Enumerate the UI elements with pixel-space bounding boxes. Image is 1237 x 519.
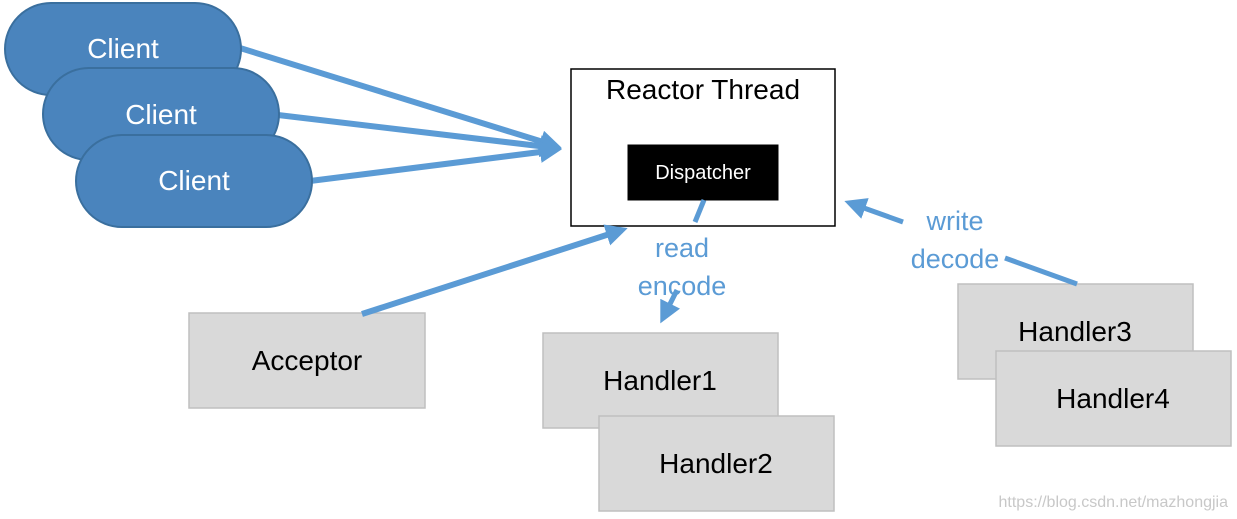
handler1-node: Handler1 [542, 332, 779, 429]
client-label: Client [125, 99, 197, 130]
arrow-client1-to-reactor [239, 45, 562, 152]
edge-label-read: read [655, 233, 709, 263]
client-arrows [239, 45, 562, 184]
client-label: Client [87, 33, 159, 64]
handler1-label: Handler1 [603, 365, 717, 396]
edge-label-decode: decode [911, 244, 1000, 274]
handler4-label: Handler4 [1056, 383, 1170, 414]
arrow-handler3-to-reactor [844, 198, 1078, 287]
client-label: Client [158, 165, 230, 196]
handler2-label: Handler2 [659, 448, 773, 479]
edge-label-encode: encode [638, 271, 727, 301]
watermark-text: https://blog.csdn.net/mazhongjia [999, 494, 1229, 511]
reactor-thread-title: Reactor Thread [606, 74, 800, 105]
dispatcher-node: Dispatcher [627, 144, 779, 201]
arrow-client2-to-reactor [277, 112, 562, 158]
handler3-label: Handler3 [1018, 316, 1132, 347]
handler2-node: Handler2 [598, 415, 835, 512]
arrow-dispatcher-to-handler1 [660, 199, 707, 324]
arrow-acceptor-to-reactor [361, 224, 628, 317]
client-node-3: Client [75, 134, 313, 228]
arrow-client3-to-reactor [309, 141, 562, 184]
handler4-node: Handler4 [995, 350, 1232, 447]
acceptor-label: Acceptor [252, 345, 363, 376]
dispatcher-label: Dispatcher [655, 162, 751, 184]
acceptor-node: Acceptor [188, 312, 426, 409]
edge-label-write: write [925, 206, 983, 236]
